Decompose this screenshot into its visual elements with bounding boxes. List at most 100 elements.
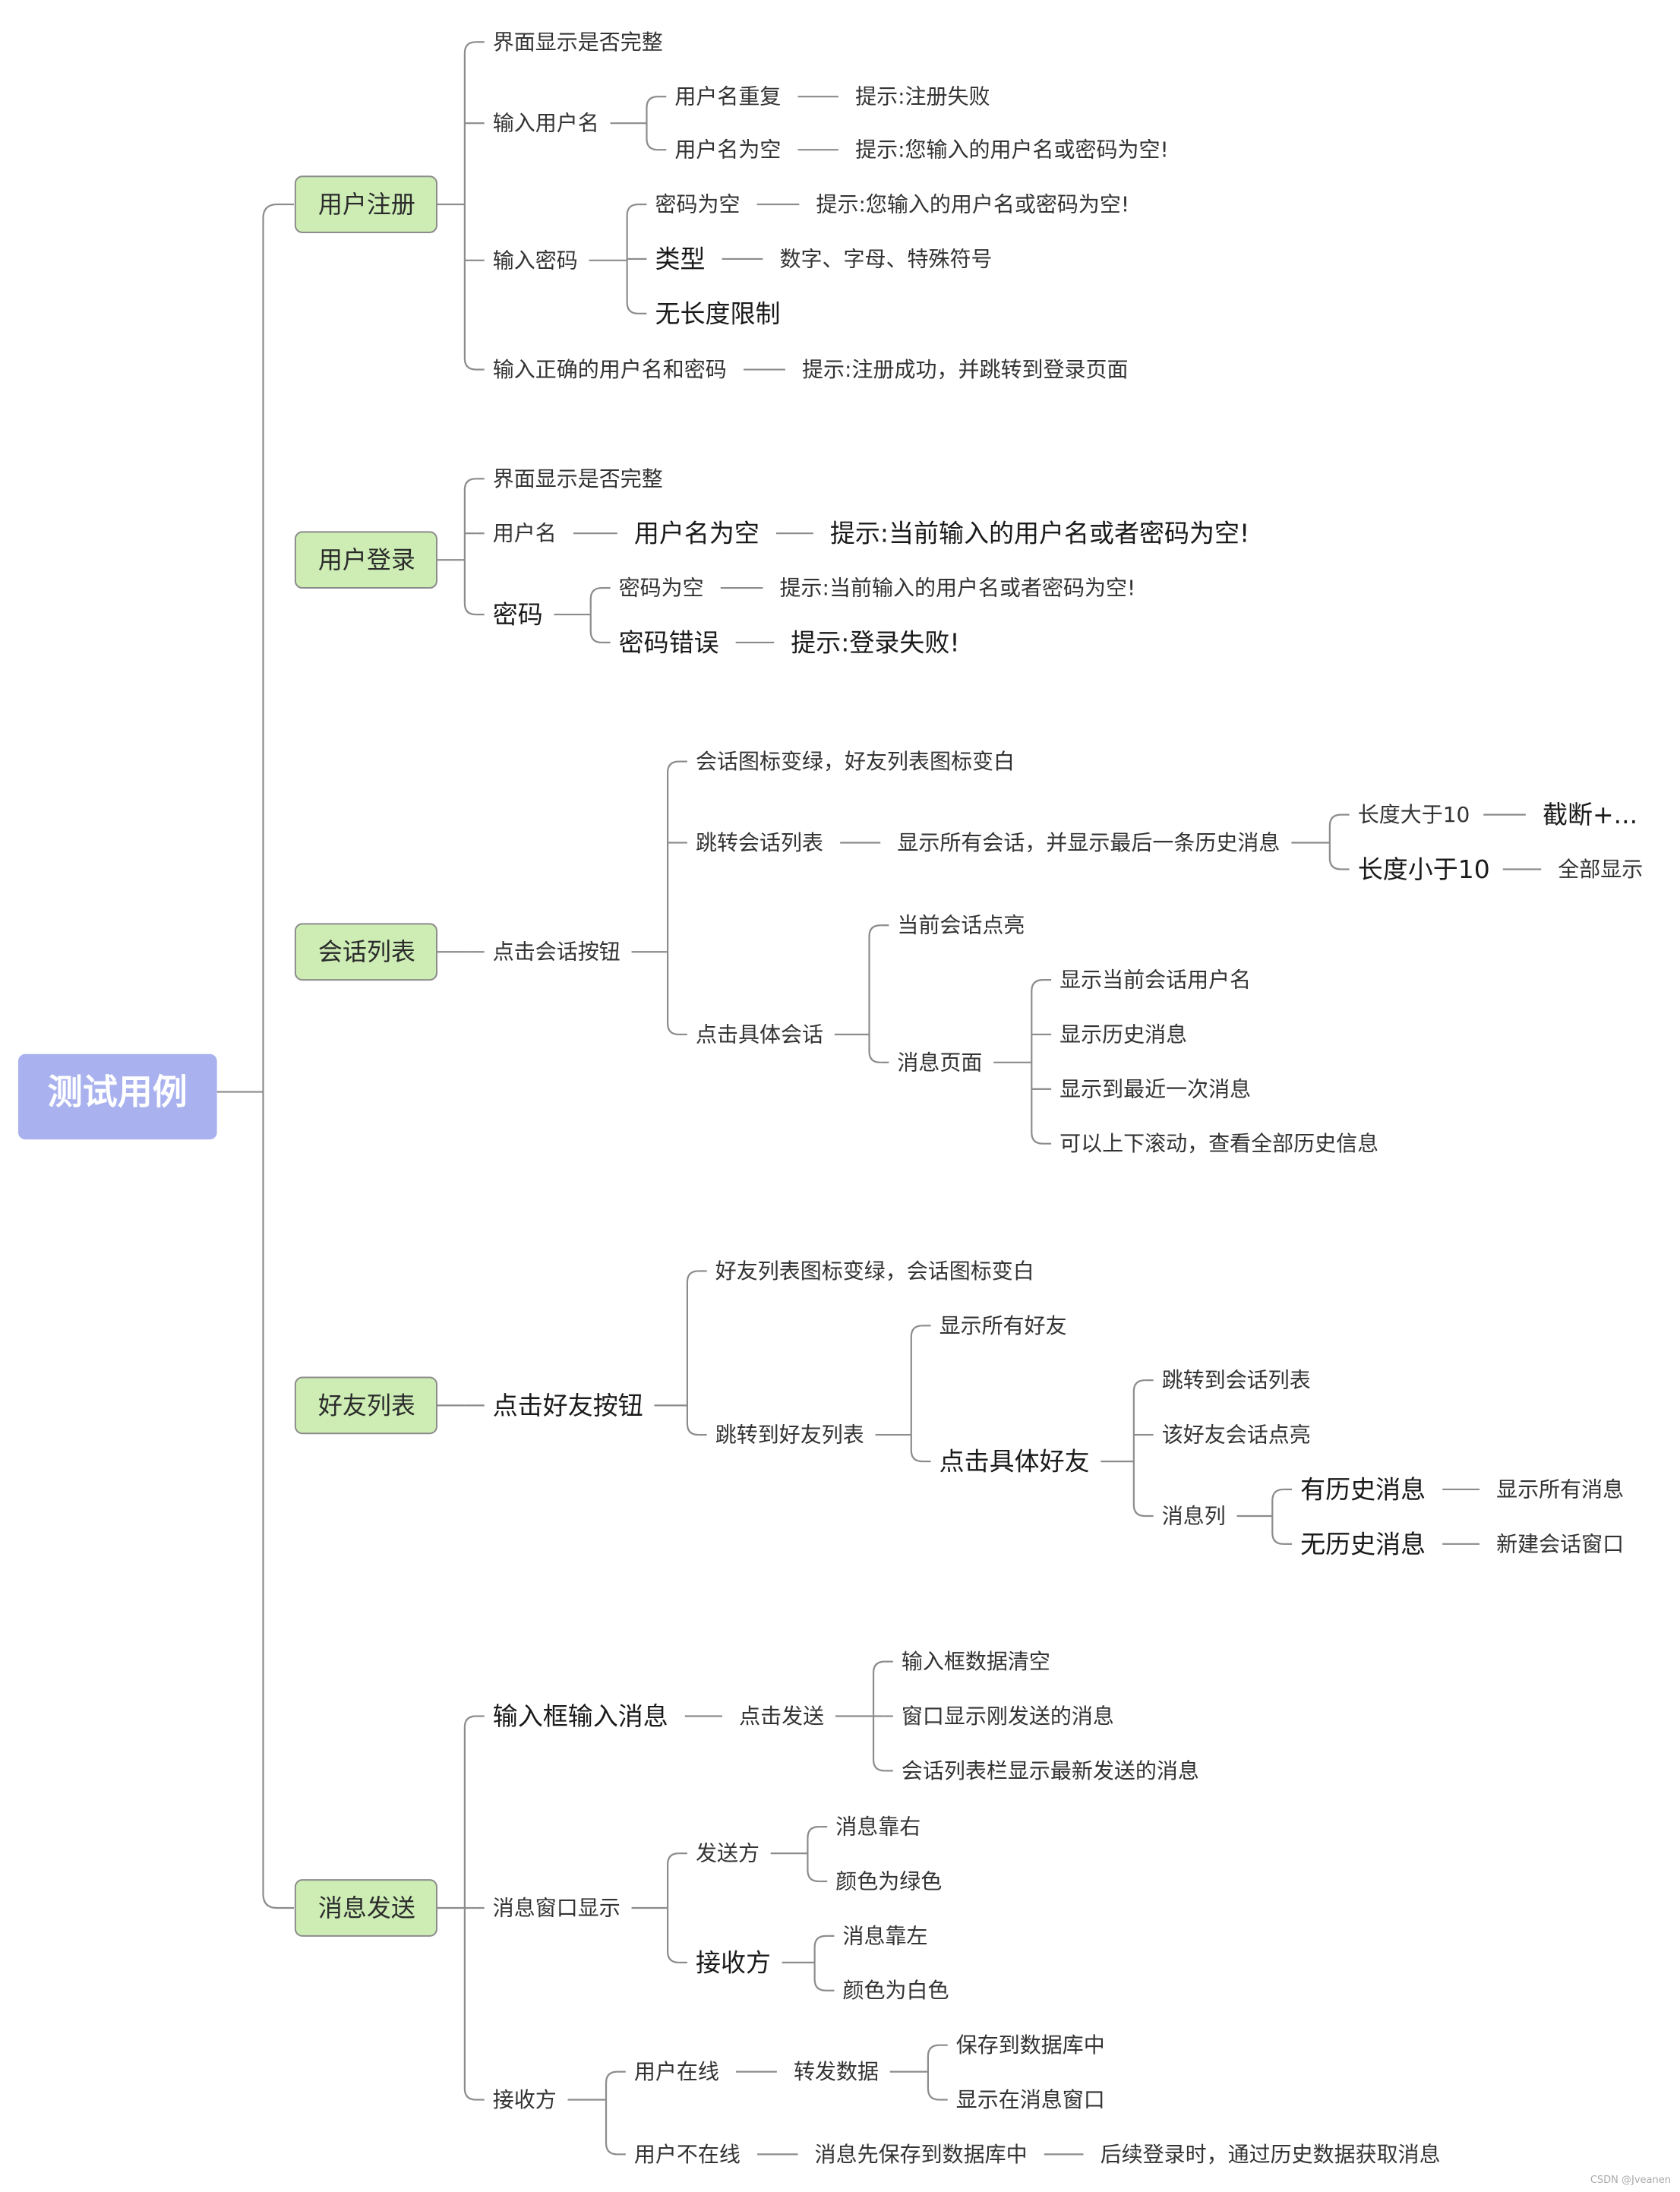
node-label-b1-2: 密码 — [493, 600, 543, 630]
node-label-b0-1-1-0: 提示:您输入的用户名或密码为空! — [855, 137, 1169, 163]
node-label-b2-0-2-1-3: 可以上下滚动，查看全部历史信息 — [1059, 1131, 1378, 1156]
node-label-b4-1-1-1: 颜色为白色 — [842, 1978, 949, 2003]
node-label-b4-0: 输入框输入消息 — [493, 1701, 668, 1731]
node-label-b2-0-0: 会话图标变绿，好友列表图标变白 — [696, 749, 1015, 774]
node-label-b1-1: 用户名 — [493, 521, 557, 546]
root-node-label: 测试用例 — [48, 1072, 188, 1113]
node-label-b4-1-0-0: 消息靠右 — [835, 1815, 921, 1840]
connector-line — [1031, 979, 1044, 1145]
node-label-b2-0: 点击会话按钮 — [493, 940, 621, 965]
connector-line — [872, 1660, 885, 1772]
node-label-b4-0-0-2: 会话列表栏显示最新发送的消息 — [902, 1758, 1199, 1783]
node-label-b3-0-1-1-2-1: 无历史消息 — [1300, 1529, 1426, 1559]
node-label-b2-0-2-1-1: 显示历史消息 — [1059, 1022, 1187, 1047]
node-label-b3-0-1-0: 显示所有好友 — [939, 1313, 1067, 1338]
branch-label-0: 用户注册 — [318, 190, 415, 219]
node-label-b4-0-0-0: 输入框数据清空 — [902, 1649, 1050, 1674]
node-label-b3-0-1: 跳转到好友列表 — [715, 1423, 864, 1448]
node-label-b0-3-0: 提示:注册成功，并跳转到登录页面 — [802, 357, 1128, 382]
node-label-b3-0-1-1-2-1-0: 新建会话窗口 — [1496, 1531, 1624, 1556]
watermark: CSDN @Jveanen — [1590, 2175, 1671, 2186]
connector-line — [910, 1325, 923, 1463]
node-label-b2-0-1-0-0: 长度大于10 — [1358, 802, 1470, 827]
node-label-b0-1-0-0: 提示:注册失败 — [855, 84, 990, 109]
node-label-b2-0-2-1: 消息页面 — [897, 1050, 982, 1075]
connector-line — [589, 586, 602, 644]
node-label-b4-2-0: 用户在线 — [634, 2059, 719, 2084]
node-label-b3-0-1-1: 点击具体好友 — [939, 1447, 1090, 1477]
node-label-b2-0-1-0-1: 长度小于10 — [1358, 854, 1490, 884]
branch-label-2: 会话列表 — [318, 937, 415, 966]
node-label-b0-1: 输入用户名 — [493, 111, 599, 136]
connector-line — [868, 924, 881, 1063]
node-label-b4-1-0-1: 颜色为绿色 — [835, 1868, 942, 1894]
connector-line — [463, 478, 476, 616]
node-label-b3-0-0: 好友列表图标变绿，会话图标变白 — [715, 1259, 1034, 1284]
node-label-b2-0-2-0: 当前会话点亮 — [897, 913, 1025, 938]
node-label-b4-2-0-0-1: 显示在消息窗口 — [956, 2087, 1105, 2112]
node-label-b4-0-0: 点击发送 — [739, 1704, 824, 1729]
node-label-b2-0-1-0-1-0: 全部显示 — [1558, 857, 1643, 882]
node-label-b2-0-1: 跳转会话列表 — [696, 830, 823, 855]
node-label-b4-2: 接收方 — [493, 2087, 557, 2112]
node-label-b4-2-1-0-0: 后续登录时，通过历史数据获取消息 — [1101, 2142, 1441, 2167]
node-label-b4-0-0-1: 窗口显示刚发送的消息 — [902, 1704, 1114, 1729]
node-label-b0-0: 界面显示是否完整 — [493, 30, 663, 55]
node-label-b2-0-2-1-0: 显示当前会话用户名 — [1059, 968, 1251, 993]
node-label-b3-0-1-1-0: 跳转到会话列表 — [1162, 1368, 1311, 1393]
branch-label-4: 消息发送 — [318, 1894, 415, 1922]
node-label-b0-1-1: 用户名为空 — [674, 137, 781, 163]
connector-line — [1132, 1379, 1145, 1518]
connector-line — [667, 1852, 679, 1963]
node-label-b0-1-0: 用户名重复 — [674, 84, 781, 109]
node-label-b1-2-1: 密码错误 — [619, 627, 719, 657]
node-label-b2-0-1-0: 显示所有会话，并显示最后一条历史消息 — [897, 830, 1280, 855]
connector-line — [1271, 1488, 1284, 1545]
connector-line — [1328, 813, 1341, 870]
node-label-b0-2: 输入密码 — [493, 248, 578, 273]
branch-label-3: 好友列表 — [318, 1391, 415, 1420]
node-label-b1-2-0-0: 提示:当前输入的用户名或者密码为空! — [780, 576, 1136, 601]
node-label-b4-1-0: 发送方 — [696, 1841, 759, 1866]
connector-line — [927, 2044, 939, 2101]
branch-label-1: 用户登录 — [318, 545, 415, 574]
root-node-box — [17, 1053, 217, 1140]
node-label-b3-0-1-1-2-0-0: 显示所有消息 — [1496, 1477, 1624, 1502]
branch-box-0 — [294, 175, 438, 233]
node-label-b4-1-1-0: 消息靠左 — [842, 1923, 927, 1948]
node-label-b4-2-1-0: 消息先保存到数据库中 — [815, 2142, 1028, 2167]
node-label-b3-0: 点击好友按钮 — [493, 1391, 643, 1420]
node-label-b2-0-1-0-0-0: 截断+... — [1543, 800, 1637, 829]
connector-line — [686, 1270, 699, 1436]
node-label-b0-2-0-0: 提示:您输入的用户名或密码为空! — [816, 192, 1129, 217]
node-label-b4-1-1: 接收方 — [696, 1947, 771, 1977]
branch-box-3 — [294, 1376, 438, 1435]
node-label-b4-1: 消息窗口显示 — [493, 1896, 621, 1921]
node-label-b2-0-2-1-2: 显示到最近一次消息 — [1059, 1076, 1251, 1101]
node-label-b0-2-2: 无长度限制 — [655, 298, 781, 328]
node-label-b0-2-1: 类型 — [655, 244, 706, 273]
mind-map-nodes: 测试用例用户注册界面显示是否完整输入用户名用户名重复提示:注册失败用户名为空提示… — [17, 30, 1643, 2167]
connector-line — [262, 203, 295, 1909]
node-label-b0-2-0: 密码为空 — [655, 192, 741, 217]
node-label-b4-2-0-0: 转发数据 — [794, 2059, 879, 2084]
branch-box-1 — [294, 531, 438, 589]
node-label-b3-0-1-1-2: 消息列 — [1162, 1503, 1226, 1528]
connector-line — [667, 760, 679, 1036]
node-label-b0-3: 输入正确的用户名和密码 — [493, 357, 727, 382]
connector-line — [807, 1826, 819, 1883]
connector-line — [813, 1935, 826, 1991]
node-label-b1-1-0: 用户名为空 — [634, 519, 759, 548]
connector-lines — [216, 41, 1542, 2156]
node-label-b1-2-1-0: 提示:登录失败! — [791, 627, 959, 657]
node-label-b0-2-1-0: 数字、字母、特殊符号 — [780, 246, 993, 271]
node-label-b2-0-2: 点击具体会话 — [696, 1022, 823, 1047]
connector-line — [463, 41, 476, 371]
node-label-b1-1-0-0: 提示:当前输入的用户名或者密码为空! — [830, 519, 1249, 548]
node-label-b4-2-0-0-0: 保存到数据库中 — [956, 2032, 1105, 2058]
node-label-b3-0-1-1-2-0: 有历史消息 — [1300, 1474, 1426, 1504]
node-label-b1-2-0: 密码为空 — [619, 576, 704, 601]
branch-box-4 — [294, 1879, 438, 1937]
connector-line — [605, 2070, 617, 2156]
